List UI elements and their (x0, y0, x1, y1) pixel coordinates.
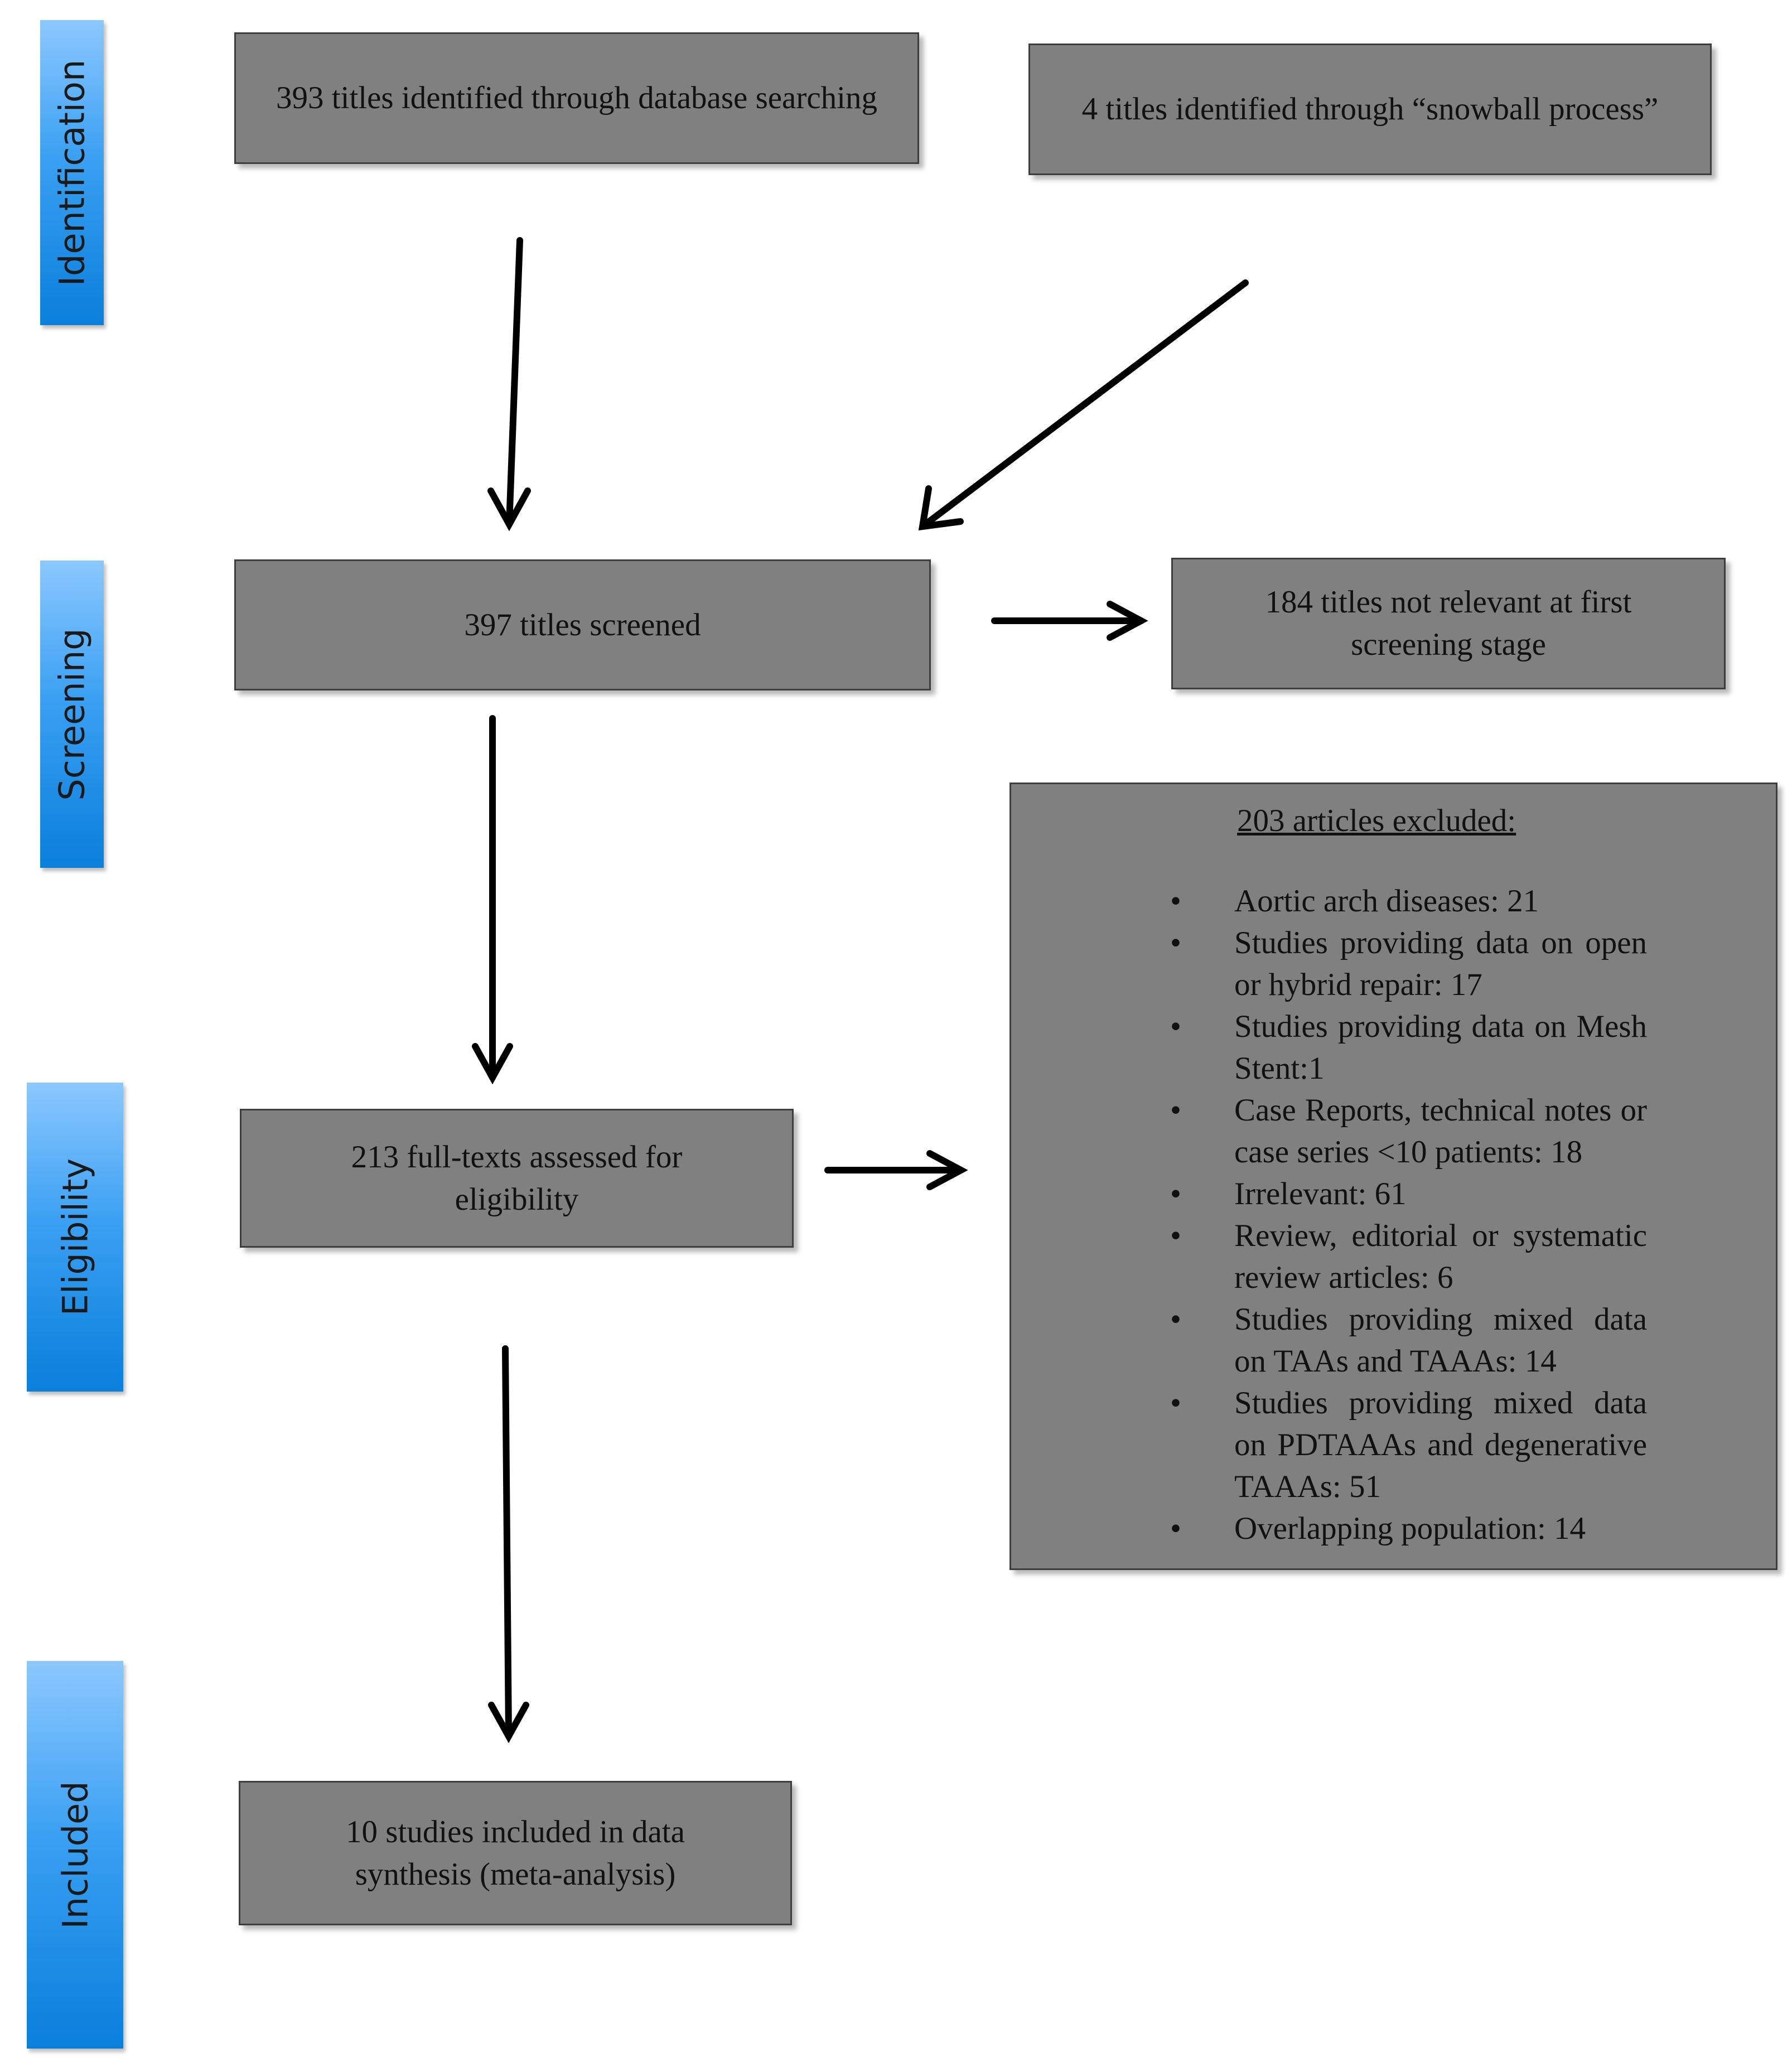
arrow-full-text-to-included (502, 1345, 512, 1740)
snowball-text: 4 titles identified through “snowball pr… (1081, 91, 1659, 127)
stage-identification: Identification (40, 20, 104, 325)
exclusion-item: Case Reports, technical notes or case se… (1170, 1089, 1647, 1173)
full-text-box: 213 full-texts assessed for eligibility (240, 1109, 794, 1248)
database-search-text: 393 titles identified through database s… (276, 80, 877, 115)
stage-screening: Screening (40, 561, 104, 868)
not-relevant-box: 184 titles not relevant at first screeni… (1171, 558, 1726, 689)
screened-text: 397 titles screened (464, 607, 701, 643)
arrow-snowball-to-screened-head (918, 485, 964, 531)
exclusions-list: Aortic arch diseases: 21 Studies providi… (1170, 880, 1647, 1549)
included-studies-text: 10 studies included in data synthesis (m… (346, 1814, 685, 1892)
arrow-screened-to-not-relevant-head (1107, 601, 1148, 641)
exclusion-item: Studies providing data on Mesh Stent:1 (1170, 1006, 1647, 1089)
exclusion-item: Irrelevant: 61 (1170, 1173, 1647, 1215)
full-text-text: 213 full-texts assessed for eligibility (351, 1139, 683, 1217)
screened-box: 397 titles screened (234, 559, 931, 690)
arrow-screened-to-full-text-head (472, 1043, 513, 1085)
stage-eligibility: Eligibility (27, 1083, 123, 1392)
arrow-database-to-screened (506, 237, 523, 528)
stage-included: Included (27, 1661, 123, 2049)
exclusion-item: Studies providing mixed data on TAAs and… (1170, 1298, 1647, 1382)
exclusion-item: Aortic arch diseases: 21 (1170, 880, 1647, 922)
included-studies-box: 10 studies included in data synthesis (m… (239, 1781, 792, 1925)
arrow-snowball-to-screened (919, 279, 1249, 530)
snowball-box: 4 titles identified through “snowball pr… (1028, 44, 1712, 175)
exclusions-title: 203 articles excluded: (1237, 803, 1516, 838)
database-search-box: 393 titles identified through database s… (234, 32, 919, 164)
exclusion-item: Overlapping population: 14 (1170, 1508, 1647, 1549)
arrow-full-text-to-exclusions-head (926, 1150, 968, 1190)
exclusion-item: Review, editorial or systematic review a… (1170, 1215, 1647, 1298)
arrow-database-to-screened-head (487, 487, 531, 532)
exclusion-item: Studies providing mixed data on PDTAAAs … (1170, 1382, 1647, 1508)
exclusions-box: 203 articles excluded: Aortic arch disea… (1009, 783, 1777, 1570)
arrow-full-text-to-included-head (488, 1702, 529, 1744)
not-relevant-text: 184 titles not relevant at first screeni… (1265, 585, 1632, 662)
exclusion-item: Studies providing data on open or hybrid… (1170, 922, 1647, 1006)
